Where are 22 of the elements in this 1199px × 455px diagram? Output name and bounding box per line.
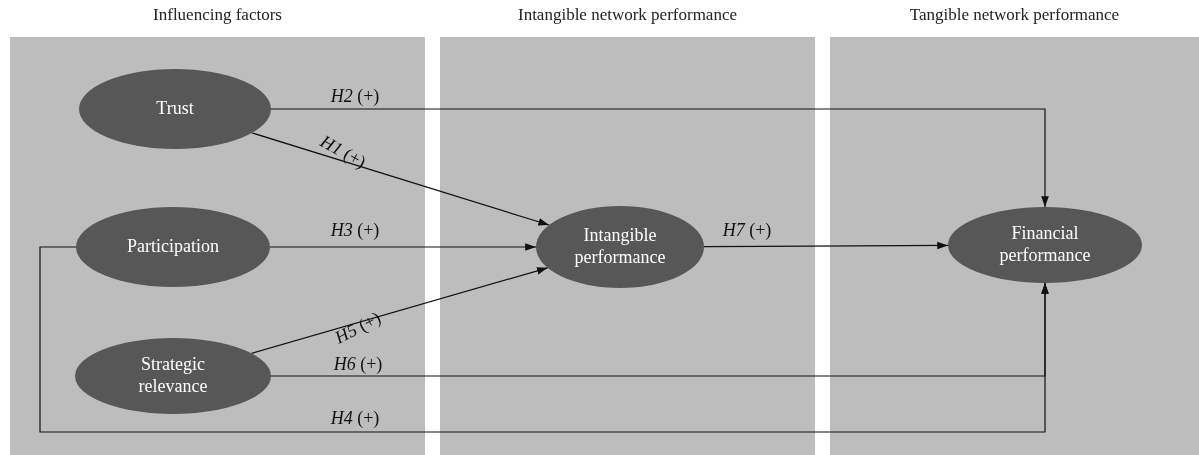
construct-label: Financial performance bbox=[998, 223, 1092, 267]
construct-label: Intangible performance bbox=[573, 225, 667, 269]
construct-label: Strategic relevance bbox=[137, 354, 209, 398]
arrow bbox=[703, 241, 949, 250]
arrow bbox=[270, 108, 1049, 208]
arrow bbox=[251, 132, 550, 226]
panel-heading: Intangible network performance bbox=[517, 5, 738, 25]
edge-label: H4 (+) bbox=[330, 407, 380, 429]
arrow bbox=[251, 267, 549, 354]
construct-label: Participation bbox=[126, 236, 220, 258]
edge-label: H6 (+) bbox=[333, 353, 383, 375]
arrow bbox=[39, 246, 1049, 433]
panel-heading: Influencing factors bbox=[152, 5, 283, 25]
panel-heading: Tangible network performance bbox=[908, 5, 1121, 25]
arrow bbox=[269, 243, 537, 251]
edge-label: H1 (+) bbox=[316, 131, 370, 173]
edge-label: H5 (+) bbox=[331, 307, 385, 349]
arrow bbox=[270, 282, 1049, 377]
edge-label: H7 (+) bbox=[722, 219, 772, 241]
edge-label: H2 (+) bbox=[330, 85, 380, 107]
edge-label: H3 (+) bbox=[330, 219, 380, 241]
construct-label: Trust bbox=[155, 98, 195, 120]
